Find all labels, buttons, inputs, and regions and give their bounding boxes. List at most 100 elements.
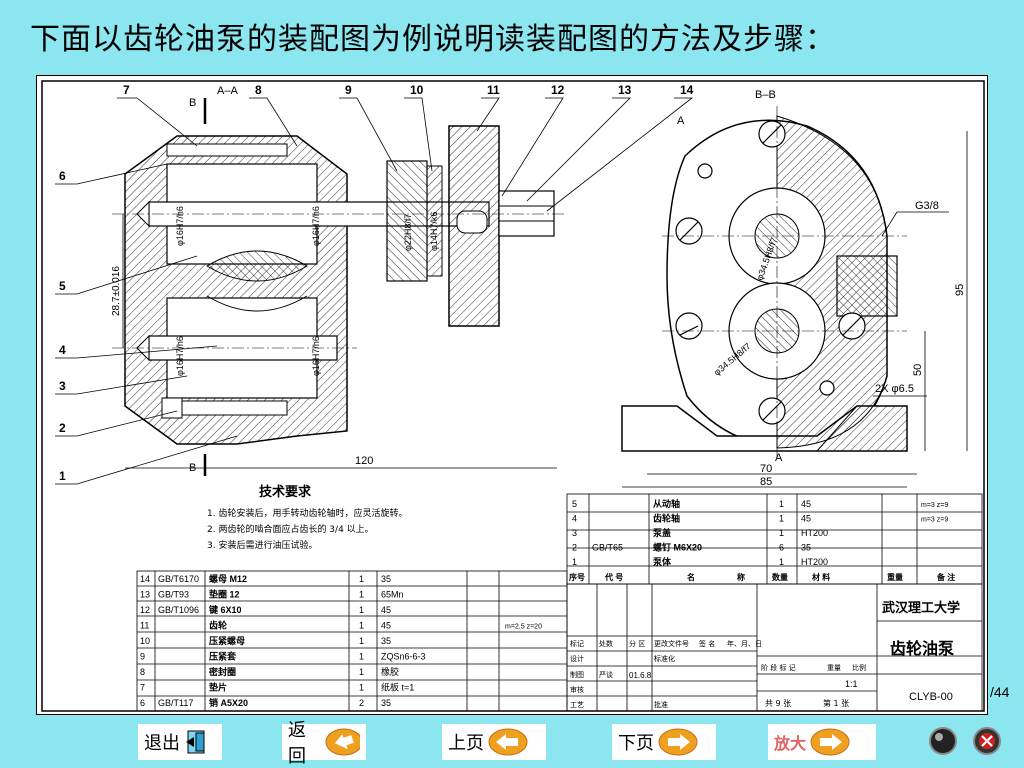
tech-title: 技术要求 xyxy=(259,484,312,500)
zoom-button[interactable]: 放大 xyxy=(768,724,876,760)
view-a-mark-bottom: A xyxy=(775,452,783,464)
bom-cell-name: 压紧螺母 xyxy=(209,635,245,646)
title-scale: 1:1 xyxy=(845,679,858,689)
bom-cell-note: m=3 z=9 xyxy=(921,517,948,524)
bom-cell-qty: 6 xyxy=(779,543,784,553)
bom-cell-qty: 1 xyxy=(779,499,784,509)
tb-label-count: 处数 xyxy=(599,639,613,648)
tb-label-date: 年、月、日 xyxy=(727,639,762,648)
arrow-right-icon xyxy=(810,728,850,756)
dim-thread-g38: G3/8 xyxy=(915,200,939,212)
bom-cell-material: 橡胶 xyxy=(381,666,399,677)
section-bb-label: B–B xyxy=(755,89,776,101)
tb-label-design: 设计 xyxy=(570,654,584,663)
bom-cell-no: 12 xyxy=(140,605,150,615)
bom-cell-material: 35 xyxy=(381,698,391,708)
bom-cell-note: m=3 z=9 xyxy=(921,502,948,509)
bom-cell-material: 45 xyxy=(381,605,391,615)
callout-1: 1 xyxy=(59,469,66,483)
title-date: 01.6.8 xyxy=(629,671,652,680)
bom-cell-name: 螺钉 M6X20 xyxy=(653,542,702,553)
callout-8: 8 xyxy=(255,83,262,97)
bom-cell-name: 密封圈 xyxy=(208,666,236,677)
assembly-drawing: A–A B B xyxy=(36,75,988,715)
bom-cell-no: 3 xyxy=(572,528,577,538)
tb-label-check-name: 严谈 xyxy=(599,670,613,679)
dim-fit-4: φ16H7/h6 xyxy=(311,336,321,376)
tb-label-approve: 批准 xyxy=(654,700,668,709)
bom-cell-material: ZQSn6-6-3 xyxy=(381,652,426,662)
bom-header-cell: 重量 xyxy=(887,572,903,582)
tb-label-mark: 标记 xyxy=(570,639,584,648)
bom-header-cell: 数量 xyxy=(772,572,788,582)
bom-header-cell: 称 xyxy=(737,572,745,582)
dim-holes: 2X φ6.5 xyxy=(875,383,914,395)
title-school: 武汉理工大学 xyxy=(882,600,960,616)
bom-cell-qty: 1 xyxy=(779,514,784,524)
back-button[interactable]: 返回 xyxy=(282,720,366,767)
record-button-icon[interactable] xyxy=(928,726,958,756)
bom-cell-qty: 1 xyxy=(359,652,364,662)
bom-cell-name: 齿轮轴 xyxy=(653,513,680,524)
dim-fit-1: φ16H7/h6 xyxy=(175,206,185,246)
dim-fit-2: φ16H7/h6 xyxy=(311,206,321,246)
bom-header-cell: 材 料 xyxy=(812,572,830,582)
tech-item-3: 3. 安装后需进行油压试验。 xyxy=(207,539,317,551)
page-counter: /44 xyxy=(990,684,1010,700)
bom-cell-qty: 1 xyxy=(359,605,364,615)
zoom-label: 放大 xyxy=(774,734,807,753)
tb-label-stage: 阶 段 标 记 xyxy=(761,663,796,672)
dim-fit-5: φ22H8/f7 xyxy=(403,214,413,251)
technical-requirements: 技术要求 1. 齿轮安装后，用手转动齿轮轴时，应灵活旋转。 2. 两齿轮的啮合面… xyxy=(207,484,407,551)
bom-cell-no: 2 xyxy=(572,543,577,553)
title-block xyxy=(566,583,983,712)
dim-height-50: 50 xyxy=(912,364,924,376)
callout-10: 10 xyxy=(410,83,424,97)
dim-center-distance: 28.7±0.016 xyxy=(111,266,122,316)
bom-cell-no: 11 xyxy=(140,621,149,631)
bom-cell-name: 垫圈 12 xyxy=(209,589,240,600)
close-icon[interactable] xyxy=(972,726,1002,756)
bom-cell-name: 齿轮 xyxy=(209,620,227,631)
dim-height-95: 95 xyxy=(954,284,966,296)
tb-label-zone: 分 区 xyxy=(629,639,645,648)
bom-cell-material: 45 xyxy=(801,499,811,509)
tech-item-1: 1. 齿轮安装后，用手转动齿轮轴时，应灵活旋转。 xyxy=(207,507,407,519)
next-page-button[interactable]: 下页 xyxy=(612,724,716,760)
bom-header-cell: 序号 xyxy=(569,572,585,582)
bom-cell-qty: 1 xyxy=(779,557,784,567)
exit-door-icon xyxy=(186,730,205,754)
bom-header-cell: 名 xyxy=(687,572,695,582)
bom-cell-qty: 1 xyxy=(359,590,364,600)
title-sheets-total: 共 9 张 xyxy=(765,699,791,708)
bom-cell-material: 45 xyxy=(381,621,391,631)
bom-cell-code: GB/T93 xyxy=(158,590,189,600)
bom-cell-no: 14 xyxy=(140,574,150,584)
bom-cell-qty: 1 xyxy=(359,667,364,677)
arrow-left-icon xyxy=(488,728,528,756)
bom-cell-no: 6 xyxy=(140,698,145,708)
dim-width-120: 120 xyxy=(355,455,373,467)
bom-cell-no: 7 xyxy=(140,683,145,693)
bom-cell-no: 8 xyxy=(140,667,145,677)
exit-button[interactable]: 退出 xyxy=(138,724,222,760)
bom-cell-name: 螺母 M12 xyxy=(209,573,247,584)
callout-4: 4 xyxy=(59,343,66,357)
bom-cell-no: 5 xyxy=(572,499,577,509)
exit-label: 退出 xyxy=(144,733,180,754)
callout-11: 11 xyxy=(487,83,500,97)
dim-width-85: 85 xyxy=(760,476,772,488)
bom-cell-material: 35 xyxy=(381,574,391,584)
tb-label-change-doc: 更改文件号 xyxy=(654,639,689,648)
bom-cell-no: 13 xyxy=(140,590,150,600)
bom-cell-material: 纸板 t=1 xyxy=(381,682,414,693)
prev-page-button[interactable]: 上页 xyxy=(442,724,546,760)
view-a-mark-top: A xyxy=(677,115,685,127)
bom-cell-material: HT200 xyxy=(801,528,828,538)
bom-cell-material: 65Mn xyxy=(381,590,404,600)
title-sheet-number: 第 1 张 xyxy=(823,698,849,708)
section-bb-view: B–B A A φ34.5H8/f7 φ34.5H xyxy=(621,89,968,488)
title-part-name: 齿轮油泵 xyxy=(890,639,954,658)
bom-cell-no: 9 xyxy=(140,652,145,662)
bom-cell-code: GB/T6170 xyxy=(158,574,199,584)
